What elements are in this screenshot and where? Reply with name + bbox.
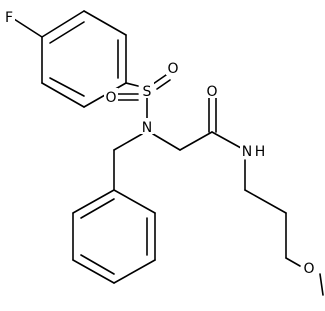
atom-sulfonyl-oxygen-left: O [105,90,116,106]
bond-ring2-6 [72,189,115,214]
atom-labels: F S O O N O N H O [3,8,316,277]
atom-sulfur: S [143,84,152,100]
atom-amide-nitrogen: N [242,144,252,160]
bond-c1-c2 [244,189,287,214]
bond-ring2-4 [72,259,115,284]
bond-c-f [13,18,43,38]
atom-carbonyl-oxygen: O [206,84,217,100]
bond-ring1-1 [41,10,85,38]
atom-ether-oxygen: O [303,261,314,277]
atom-fluorine: F [5,10,13,26]
bond-ring2-1 [113,189,156,214]
bond-n-ch2 [152,133,181,151]
bond-ring1-2 [83,10,127,36]
bond-ring1-double-c [49,77,85,97]
bond-s-o-right-1 [152,74,167,85]
atom-amide-hydrogen: H [255,144,266,160]
bond-ring2-double-b [80,254,115,275]
bond-ring1-double-a [49,21,85,44]
bond-ring2-double-c [80,198,115,219]
bond-o-ch3 [319,273,324,296]
bond-n-ch2-benzyl [113,133,143,151]
bond-co-nh [211,131,242,149]
bond-ring2-3 [113,259,156,284]
bond-ring-s [125,82,139,87]
atom-sulfonamide-nitrogen: N [142,120,152,136]
bonds [13,10,324,296]
atom-sulfonyl-oxygen-right: O [167,61,178,77]
bond-ring1-5 [41,82,85,108]
bond-c3-o [285,257,301,267]
bond-ch2-co [179,131,213,151]
bond-s-o-right-2 [156,79,171,90]
